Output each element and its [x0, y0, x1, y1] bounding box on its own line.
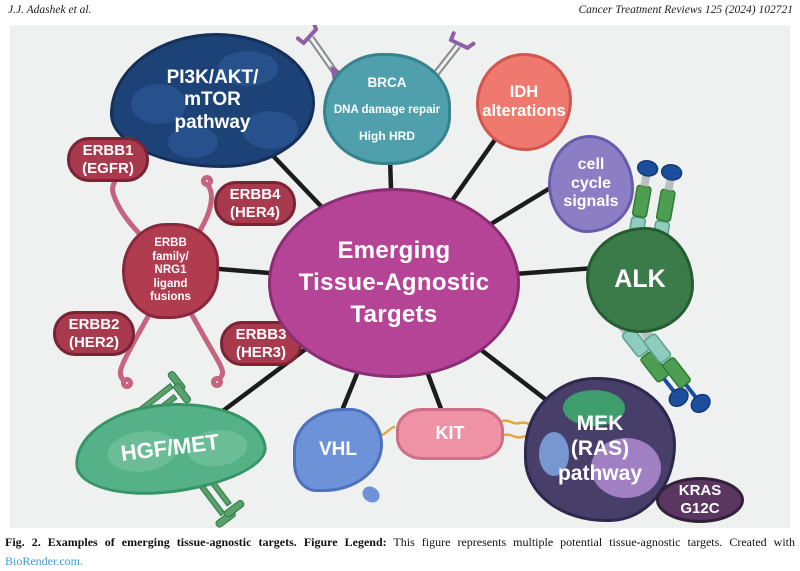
node-label: KRAS G12C	[678, 482, 722, 517]
node-cell-cycle-signals: cell cycle signals	[548, 135, 634, 233]
node-kras-g12c: KRAS G12C	[656, 477, 744, 523]
node-erbb4-her4: ERBB4 (HER4)	[214, 181, 296, 226]
node-label: IDH alterations	[482, 82, 566, 120]
figure-canvas: Emerging Tissue-Agnostic Targets PI3K/AK…	[10, 25, 790, 528]
node-label: ERBB3 (HER3)	[235, 325, 287, 361]
figure-caption: Fig. 2. Examples of emerging tissue-agno…	[5, 533, 795, 570]
node-erbb-family-nrg1: ERBB family/ NRG1 ligand fusions	[122, 223, 219, 319]
node-label: KIT	[435, 423, 465, 444]
node-alk: ALK	[586, 227, 694, 333]
node-label: ALK	[614, 265, 666, 294]
node-erbb1-egfr: ERBB1 (EGFR)	[67, 137, 149, 182]
node-brca-ddr: BRCA DNA damage repair High HRD	[323, 53, 451, 165]
alk-receptor-icon	[618, 321, 711, 414]
caption-bold-text: Fig. 2. Examples of emerging tissue-agno…	[5, 535, 387, 549]
node-mek-ras-pathway: MEK (RAS) pathway	[524, 377, 676, 522]
node-label: ERBB4 (HER4)	[229, 185, 281, 221]
node-kit: KIT	[396, 408, 504, 460]
node-label: VHL	[319, 438, 357, 460]
node-label: PI3K/AKT/ mTOR pathway	[166, 66, 259, 133]
node-label: High HRD	[359, 128, 415, 143]
node-label: BRCA	[367, 75, 407, 91]
node-label: ERBB family/ NRG1 ligand fusions	[150, 237, 191, 304]
caption-text: This figure represents multiple potentia…	[386, 535, 795, 549]
node-erbb2-her2: ERBB2 (HER2)	[53, 311, 135, 356]
central-topic-ellipse: Emerging Tissue-Agnostic Targets	[268, 188, 520, 378]
node-pi3k-akt-mtor: PI3K/AKT/ mTOR pathway	[110, 33, 315, 168]
node-label: cell cycle signals	[563, 155, 619, 211]
journal-header: Cancer Treatment Reviews 125 (2024) 1027…	[578, 4, 793, 16]
node-label: ERBB1 (EGFR)	[82, 141, 134, 177]
biorender-link[interactable]: BioRender.com.	[5, 553, 83, 568]
node-idh-alterations: IDH alterations	[476, 53, 572, 151]
paper-author-header: J.J. Adashek et al.	[8, 4, 92, 16]
node-label: MEK (RAS) pathway	[557, 412, 643, 485]
central-topic-label: Emerging Tissue-Agnostic Targets	[298, 237, 490, 328]
node-label: DNA damage repair	[333, 103, 441, 116]
node-label: ERBB2 (HER2)	[68, 315, 120, 351]
